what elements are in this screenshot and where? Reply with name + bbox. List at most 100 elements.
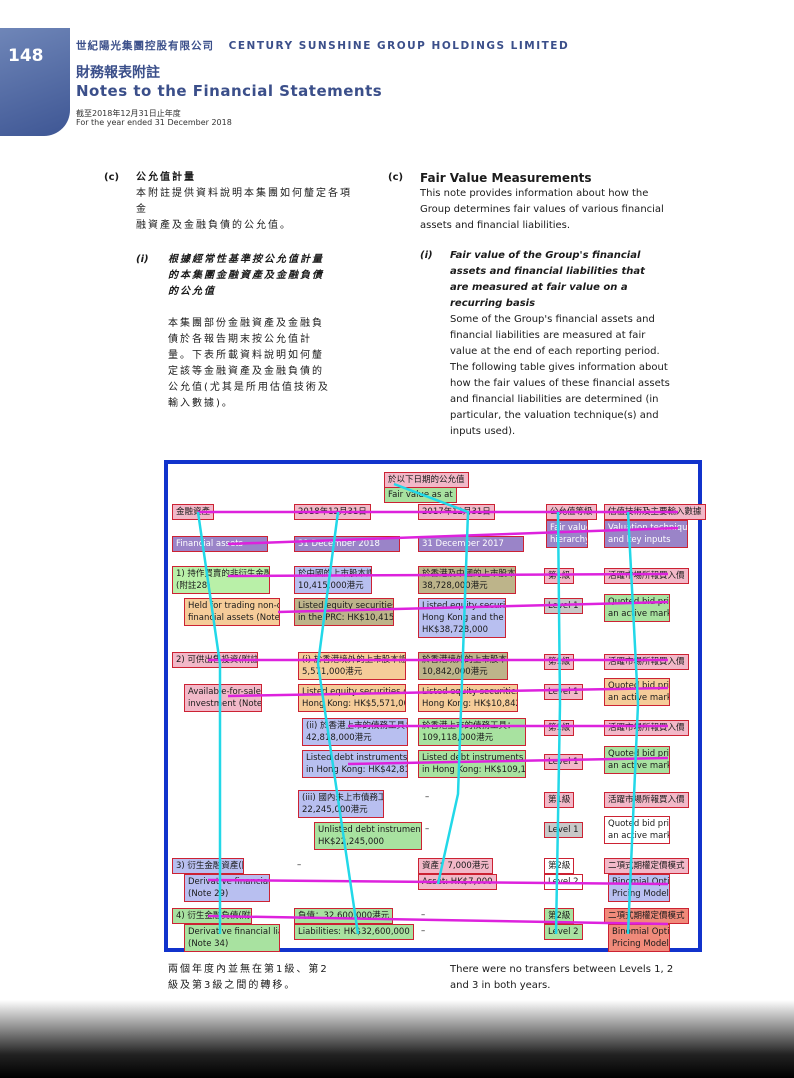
fair-value-table: 於以下日期的公允值 Fair value as at 金融資產 Financia… <box>164 460 706 952</box>
row3-label-en-line: Derivative financial assets <box>188 877 270 887</box>
row2b-2017-en-line: in Hong Kong: HK$109,118,000 <box>422 765 526 775</box>
subnote-body-line: financial liabilities are measured at fa… <box>450 330 646 341</box>
subnote-heading-line: 的本集團金融資產及金融負債 <box>168 270 324 281</box>
row2b-2018-en-line: Listed debt instruments <box>306 753 408 763</box>
col-val-zh: 估值技術及主要輸入數據 <box>604 504 706 520</box>
section-title-zh: 財務報表附註 <box>76 65 160 81</box>
note-label-en: (c) <box>388 172 404 183</box>
row1-2018-zh: 於中國的上市股本證券： 10,415,000港元 <box>294 566 372 594</box>
company-name-zh: 世紀陽光集團控股有限公司 <box>76 40 214 52</box>
row2a-2018-en: Listed equity securities outside Hong Ko… <box>298 684 406 712</box>
left-column: (c) 公允值計量 本附註提供資料說明本集團如何釐定各項金 融資產及金融負債的公… <box>104 170 354 412</box>
row4-2018-zh: 負債：32,600,000港元 <box>294 908 394 924</box>
company-name-en: CENTURY SUNSHINE GROUP HOLDINGS LIMITED <box>228 40 570 52</box>
col-hier-en-line: hierarchy <box>550 535 588 545</box>
row4-hier-zh: 第2級 <box>544 908 575 924</box>
col-hier-en: Fair value hierarchy <box>546 520 588 548</box>
row1-2017-zh: 於香港及中國的上市股本證券： 38,728,000港元 <box>418 566 516 594</box>
row2a-2018-en-line: Listed equity securities outside <box>302 687 405 697</box>
row2b-2017-zh-line: 於香港上市的債務工具： <box>422 721 516 731</box>
row2a-2017-zh: 於香港境外的上市股本證券： 10,842,000港元 <box>418 652 508 680</box>
subnote-heading-line: 的公允值 <box>168 286 216 297</box>
col-2017-en: 31 December 2017 <box>418 536 524 552</box>
row3-2017-zh: 資產：7,000港元 <box>418 858 493 874</box>
transfer-note-en-line: There were no transfers between Levels 1… <box>450 964 674 975</box>
row1-label-zh-line: (附註28) <box>176 581 211 591</box>
subnote-body-line: 本集團部份金融資產及金融負 <box>168 318 324 329</box>
row3-2017-en: Asset: HK$7,000 <box>418 874 497 890</box>
note-heading-en: Fair Value Measurements <box>420 171 592 185</box>
subnote-body-line: inputs used). <box>450 426 516 437</box>
subnote-heading-line: recurring basis <box>450 298 536 309</box>
row4-label-zh: 4) 衍生金融負債(附註34) <box>172 908 252 924</box>
row3-val-en-line: Pricing Model <box>612 889 669 899</box>
row2b-val-zh: 活躍市場所報買入價 <box>604 720 689 736</box>
row3-val-en: Binomial Option Pricing Model <box>608 874 670 902</box>
row2-label-en-line: Available-for-sale <box>188 687 261 697</box>
transfer-note-zh: 兩個年度內並無在第1級、第2 級及第3級之間的轉移。 <box>168 962 358 994</box>
row3-label-en: Derivative financial assets (Note 29) <box>184 874 270 902</box>
row2a-2017-en-line: Hong Kong: HK$10,842,000 <box>422 699 517 709</box>
note-intro-line: This note provides information about how… <box>420 188 649 199</box>
subnote-label-en: (i) <box>420 250 433 261</box>
row2c-hier-en: Level 1 <box>544 822 583 838</box>
subnote-heading-line: Fair value of the Group's financial <box>450 250 641 261</box>
row2c-2017-zh: – <box>425 792 430 802</box>
row2b-val-en-line: an active market <box>608 761 669 771</box>
row2a-2017-zh-line: 10,842,000港元 <box>422 667 488 677</box>
row2c-val-en-line: an active market <box>608 831 669 841</box>
row2a-2018-en-line: Hong Kong: HK$5,571,000 <box>302 699 406 709</box>
row1-2017-en-line: Hong Kong and the PRC: <box>422 613 505 623</box>
col-fa-en: Financial assets <box>172 536 268 552</box>
row1-2018-en: Listed equity securities in the PRC: HK$… <box>294 598 394 626</box>
magenta-link-line <box>207 914 669 926</box>
subnote-body-line: and financial liabilities are determined… <box>450 394 659 405</box>
note-intro-line: assets and financial liabilities. <box>420 220 571 231</box>
row3-hier-en: Level 2 <box>544 874 583 890</box>
subnote-body-line: 債於各報告期末按公允值計 <box>168 334 312 345</box>
subnote-heading-line: are measured at fair value on a <box>450 282 628 293</box>
note-heading-zh: 公允值計量 <box>136 172 196 183</box>
subnote-label-zh: (i) <box>136 254 149 265</box>
row2c-2018-en: Unlisted debt instruments in PRC: HK$22,… <box>314 822 422 850</box>
row2b-hier-en: Level 1 <box>544 754 583 770</box>
row2c-2018-zh-line: 22,245,000港元 <box>302 805 368 815</box>
row1-val-en: Quoted bid prices in an active market <box>604 594 670 622</box>
row2b-hier-zh: 第1級 <box>544 720 575 736</box>
row2a-2017-en-line: Listed equity securities outside <box>422 687 518 697</box>
row2a-2017-en: Listed equity securities outside Hong Ko… <box>418 684 518 712</box>
transfer-note-en-line: and 3 in both years. <box>450 980 551 991</box>
row2a-val-en-line: Quoted bid prices in <box>608 681 670 691</box>
subnote-body-line: value at the end of each reporting perio… <box>450 346 660 357</box>
col-val-en-line: and key inputs <box>608 535 671 545</box>
row2a-val-en: Quoted bid prices in an active market <box>604 678 670 706</box>
subnote-body-line: The following table gives information ab… <box>450 362 668 373</box>
row2-label-zh: 2) 可供出售投資(附註25) <box>172 652 258 668</box>
right-column: (c) Fair Value Measurements This note pr… <box>388 170 704 440</box>
col-val-en: Valuation techniques and key inputs <box>604 520 688 548</box>
col-fa-zh: 金融資產 <box>172 504 215 520</box>
row2b-2018-zh-line: 42,818,000港元 <box>306 733 372 743</box>
note-label-zh: (c) <box>104 172 120 183</box>
row2b-2017-zh: 於香港上市的債務工具： 109,118,000港元 <box>418 718 526 746</box>
row1-label-en-line: financial assets (Note 28) <box>188 613 280 623</box>
row2a-2018-zh-line: (i) 於香港境外的上市股本證券： <box>302 655 406 665</box>
row2a-val-zh: 活躍市場所報買入價 <box>604 654 689 670</box>
row2b-val-en-line: Quoted bid prices in <box>608 749 670 759</box>
page-number-tab: 148 <box>0 28 70 136</box>
row2b-2018-en: Listed debt instruments in Hong Kong: HK… <box>302 750 408 778</box>
row1-label-zh-line: 1) 持作買賣的非衍生金融資產 <box>176 569 269 579</box>
row2c-val-en: Quoted bid prices in an active market <box>604 816 670 844</box>
row2c-val-en-line: Quoted bid prices in <box>608 819 670 829</box>
row2a-2018-zh-line: 5,571,000港元 <box>302 667 363 677</box>
row2b-2018-zh: (ii) 於香港上市的債務工具： 42,818,000港元 <box>302 718 408 746</box>
row2a-hier-en: Level 1 <box>544 684 583 700</box>
row2c-2018-zh-line: (iii) 國內未上市債務工具： <box>302 793 383 803</box>
row2b-val-en: Quoted bid prices in an active market <box>604 746 670 774</box>
row2b-2017-zh-line: 109,118,000港元 <box>422 733 494 743</box>
row3-label-en-line: (Note 29) <box>188 889 229 899</box>
subnote-body-line: Some of the Group's financial assets and <box>450 314 655 325</box>
col-val-en-line: Valuation techniques <box>608 523 688 533</box>
row2b-2017-en-line: Listed debt instruments <box>422 753 524 763</box>
subnote-body-line: particular, the valuation technique(s) a… <box>450 410 659 421</box>
